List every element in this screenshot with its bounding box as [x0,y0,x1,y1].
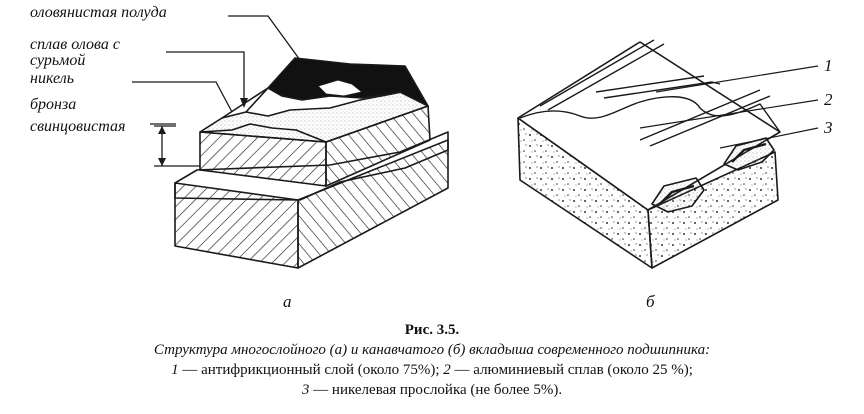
groove-3 [639,89,771,147]
caption-text-3: — никелевая прослойка (не более 5%). [309,382,563,398]
diagram-b-leaders [639,65,819,149]
callout-1: 1 [824,56,833,75]
caption-num-2: 2 [443,362,451,378]
panel-letter-b: б [646,292,655,311]
caption-text-2: — алюминиевый сплав (около 25 %); [450,362,693,378]
label-bronze: бронза [30,96,77,113]
callout-3: 3 [824,118,833,137]
caption-line-2: 3 — никелевая прослойка (не более 5%). [0,382,864,399]
label-nickel: никель [30,70,74,87]
callout-2: 2 [824,90,833,109]
panel-letter-a: а [283,292,292,311]
label-lead-bronze: свинцовистая [30,118,126,135]
label-tin-antimony-alloy-line2: сурьмой [30,52,86,69]
caption-title: Рис. 3.5. [404,322,460,338]
diagram-a-leaders [132,15,301,167]
alloy-layer [199,91,429,143]
shell-right-face [647,151,779,269]
diagram-a [174,57,449,269]
label-tin-plating: оловянистая полуда [30,4,167,21]
groove-1 [539,39,665,111]
caption-subtitle: Структура многослойного (а) и канавчатог… [153,342,711,358]
caption-text-1: — антифрикционный слой (около 75%); [178,362,444,378]
diagram-b [517,39,781,269]
label-tin-antimony-alloy-line1: сплав олова с [30,36,120,53]
caption-line-1: 1 — антифрикционный слой (около 75%); 2 … [0,362,864,379]
base-right-face [297,139,449,269]
caption-num-3: 3 [301,382,310,398]
tin-plating [267,57,429,107]
groove-2 [595,75,721,99]
caption-num-1: 1 [171,362,179,378]
